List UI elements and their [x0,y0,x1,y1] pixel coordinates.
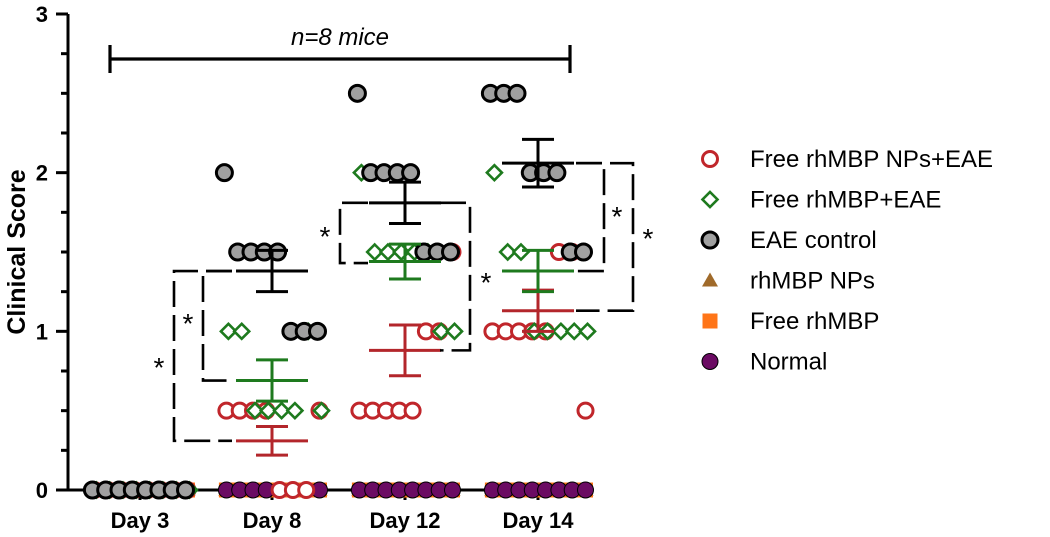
significance-brackets: * * * * * * [154,161,654,443]
point-free-rhmbp-nps-eae [576,401,595,420]
y-axis-title: Clinical Score [3,169,31,334]
point-normal [444,481,461,499]
significance-bracket [201,269,232,382]
significance-star: * [183,308,194,339]
legend-label-free-rhmbp: Free rhMBP [750,308,879,335]
significance-star: * [320,221,331,252]
legend-marker-rhmbp-nps [702,272,718,287]
point-free-rhmbp-eae [285,401,305,421]
point-free-rhmbp-eae [245,401,265,421]
point-free-rhmbp-eae [511,242,531,262]
significance-bracket [338,201,368,265]
x-tick-label: Day 14 [503,508,575,533]
point-free-rhmbp-eae [578,321,597,341]
point-normal [577,481,594,499]
point-eae-control [347,83,367,103]
point-free-rhmbp-eae [232,321,252,341]
point-free-rhmbp-eae [378,242,398,262]
x-tick-label: Day 3 [111,508,170,533]
point-eae-control [176,480,195,500]
error-bars [236,137,574,457]
significance-star: * [481,267,492,298]
legend-label-free-rhmbp-nps-eae: Free rhMBP NPs+EAE [750,146,993,173]
point-free-rhmbp-eae [564,321,584,341]
point-free-rhmbp-eae [498,242,518,262]
x-tick-label: Day 12 [370,508,441,533]
point-free-rhmbp-eae [431,321,451,341]
point-free-rhmbp-eae [551,321,571,341]
point-free-rhmbp-eae [219,321,238,341]
y-tick-label: 3 [36,2,48,27]
point-free-rhmbp-eae [485,163,504,183]
point-free-rhmbp-nps-eae [297,481,316,499]
point-eae-control [574,242,593,262]
point-free-rhmbp-eae [365,242,385,262]
point-eae-control [268,242,288,262]
legend-label-rhmbp-nps: rhMBP NPs [750,268,875,295]
y-tick-label: 1 [36,319,48,344]
significance-star: * [643,223,654,254]
legend-label-normal: Normal [750,349,827,376]
annotation-text: n=8 mice [291,24,389,51]
point-eae-control [308,321,327,341]
data-points [82,83,597,500]
significance-star: * [154,352,165,383]
point-eae-control [214,163,234,183]
point-free-rhmbp-eae [445,321,464,341]
legend-marker-free-rhmbp-eae [700,190,720,209]
point-free-rhmbp-eae [272,401,291,421]
legend-label-free-rhmbp-eae: Free rhMBP+EAE [750,187,941,214]
x-tick-label: Day 8 [243,508,302,533]
legend-marker-eae-control [700,230,720,250]
point-eae-control [401,163,421,183]
legend-marker-free-rhmbp [702,313,718,329]
point-eae-control [547,163,567,183]
y-tick-label: 0 [36,478,48,503]
point-eae-control [507,83,527,103]
legend-marker-normal [701,353,719,370]
y-tick-label: 2 [36,161,48,186]
point-free-rhmbp-eae [258,401,278,421]
significance-star: * [612,201,623,232]
legend: Free rhMBP NPs+EAE Free rhMBP+EAE EAE cont… [700,146,993,376]
point-eae-control [441,242,460,262]
legend-marker-free-rhmbp-nps-eae [701,150,719,168]
point-free-rhmbp-nps-eae [403,401,422,420]
legend-label-eae-control: EAE control [750,227,877,254]
point-free-rhmbp-eae [312,401,331,421]
significance-bracket [440,201,472,352]
significance-bracket [172,269,232,443]
n-annotation: n=8 mice [108,24,572,73]
